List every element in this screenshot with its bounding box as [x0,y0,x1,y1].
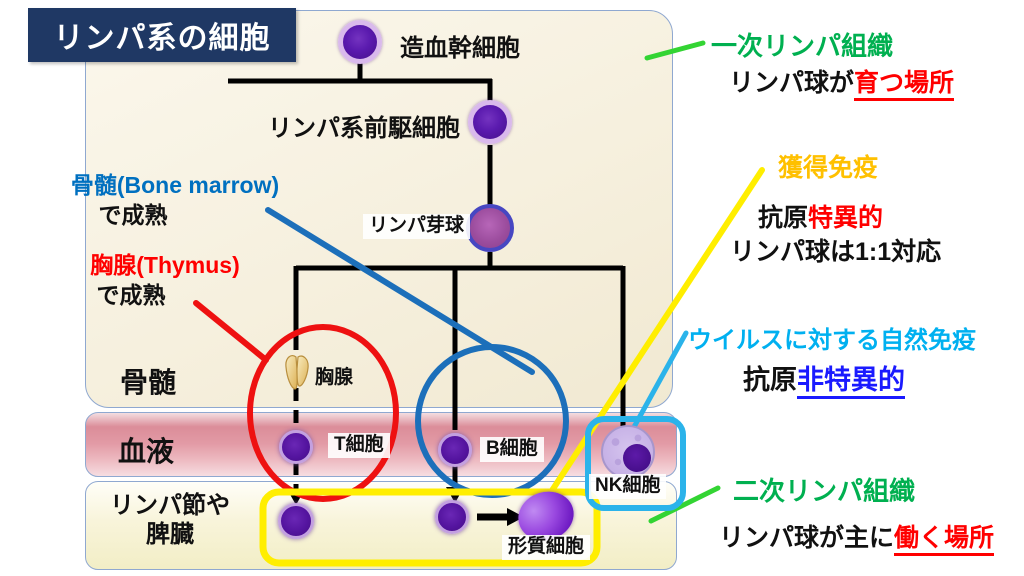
stem-cell-icon [338,20,382,64]
row-label-lymphnode-spleen: リンパ節や 脾臓 [95,492,245,550]
innate-blue: 非特異的 [797,365,905,399]
thymus-label: 胸腺 [315,367,354,388]
primary-tissue-title: 一次リンパ組織 [711,31,894,61]
innate-immunity-title: ウイルスに対する自然免疫 [688,327,976,354]
plasma-cell-label: 形質細胞 [502,535,591,560]
stem-cell-label: 造血幹細胞 [400,35,520,62]
thymus-annotation: 胸腺(Thymus) [90,252,240,278]
row-label-blood: 血液 [118,436,175,467]
primary-sub-black: リンパ球が [729,69,855,97]
bone-marrow-annotation-sub: で成熟 [98,202,168,228]
lymphoblast-cell-icon [466,204,514,252]
innate-immunity-sub: 抗原非特異的 [743,358,905,399]
lymphnode-t-cell-icon [278,503,314,539]
nk-nucleus [623,444,651,472]
secondary-tissue-title: 二次リンパ組織 [733,476,916,506]
t-cell-icon [279,430,313,464]
primary-sub-red: 育つ場所 [854,69,955,101]
thymus-annotation-sub: で成熟 [96,282,166,308]
acquired-l1-black: 抗原 [758,204,809,232]
b-cell-icon [438,433,472,467]
acquired-immunity-title: 獲得免疫 [778,154,879,182]
progenitor-cell-icon [468,100,512,144]
lymphoblast-label: リンパ芽球 [363,214,471,239]
acquired-immunity-line1: 抗原特異的 [758,198,883,234]
secondary-tissue-sub: リンパ球が主に働く場所 [719,518,995,556]
nk-cell-icon [601,425,655,479]
t-cell-label: T細胞 [328,433,390,458]
b-cell-label: B細胞 [480,437,544,462]
secondary-sub-black: リンパ球が主に [719,524,895,552]
thymus-icon [285,355,309,390]
nk-cell-label: NK細胞 [589,474,667,499]
row-label-spleen: 脾臓 [146,520,194,548]
bone-marrow-annotation: 骨髄(Bone marrow) [70,172,280,198]
innate-black: 抗原 [743,365,797,395]
page-title: リンパ系の細胞 [28,8,296,62]
progenitor-label: リンパ系前駆細胞 [268,115,460,142]
row-label-bone-marrow: 骨髄 [120,367,177,398]
acquired-l1-red: 特異的 [808,204,884,232]
secondary-sub-red: 働く場所 [894,524,995,556]
primary-tissue-sub: リンパ球が育つ場所 [729,63,955,101]
acquired-immunity-line2: リンパ球は1:1対応 [730,238,942,266]
row-label-lymphnode: リンパ節や [110,492,230,519]
lymphnode-b-cell-icon [435,500,469,534]
